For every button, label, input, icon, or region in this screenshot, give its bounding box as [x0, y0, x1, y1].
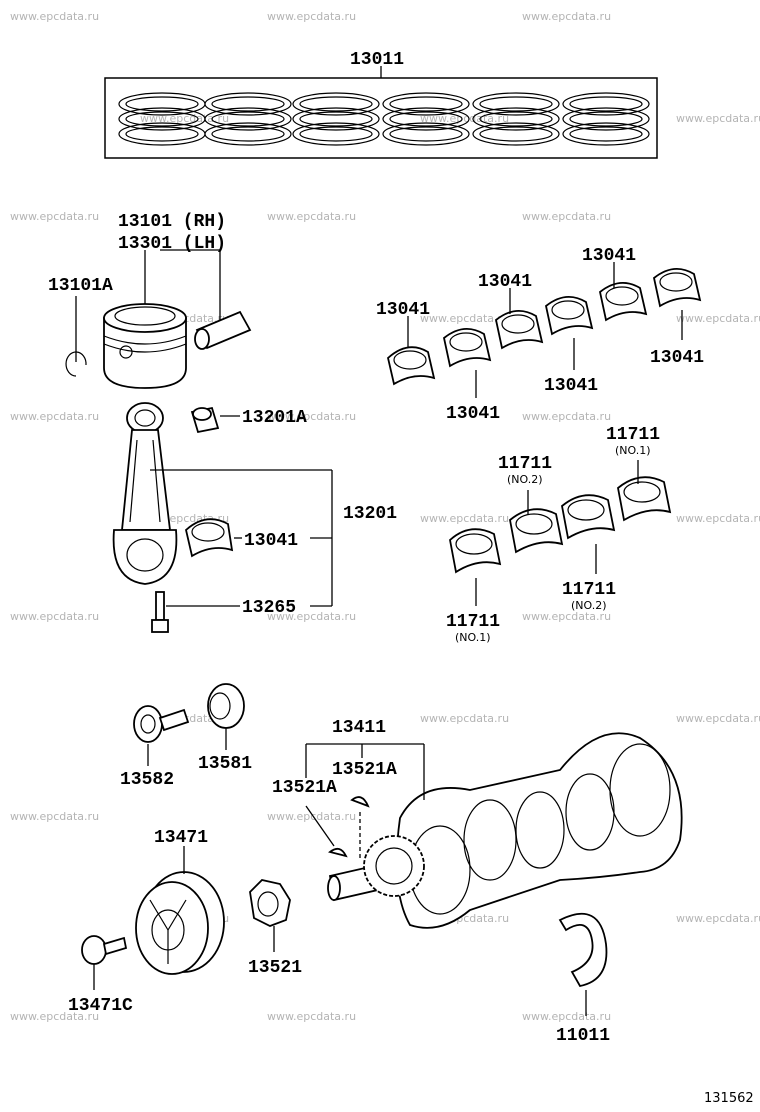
label-13301-lh[interactable]: 13301 (LH): [118, 234, 226, 254]
watermark: www.epcdata.ru: [676, 312, 760, 325]
watermark: www.epcdata.ru: [522, 210, 611, 223]
watermark: www.epcdata.ru: [10, 10, 99, 23]
label-13521a[interactable]: 13521A: [332, 760, 397, 780]
watermark: www.epcdata.ru: [522, 610, 611, 623]
label-13101a[interactable]: 13101A: [48, 276, 113, 296]
label-11711[interactable]: 11711: [562, 580, 616, 600]
watermark: www.epcdata.ru: [676, 112, 760, 125]
label-13011[interactable]: 13011: [350, 50, 404, 70]
label-no1: (NO.1): [455, 631, 491, 644]
idler-pulley-plate[interactable]: [207, 683, 245, 729]
label-13041[interactable]: 13041: [376, 300, 430, 320]
label-11011[interactable]: 11011: [556, 1026, 610, 1046]
crankshaft-pulley[interactable]: [135, 871, 225, 975]
label-13411[interactable]: 13411: [332, 718, 386, 738]
watermark: www.epcdata.ru: [420, 712, 509, 725]
label-13041[interactable]: 13041: [650, 348, 704, 368]
watermark: www.epcdata.ru: [676, 712, 760, 725]
label-13041[interactable]: 13041: [544, 376, 598, 396]
ring-stack: [382, 92, 470, 146]
piston[interactable]: [103, 303, 187, 389]
watermark: www.epcdata.ru: [676, 512, 760, 525]
watermark: www.epcdata.ru: [10, 210, 99, 223]
watermark: www.epcdata.ru: [10, 610, 99, 623]
main-bearing-shell[interactable]: [449, 528, 502, 574]
label-13041[interactable]: 13041: [478, 272, 532, 292]
label-13101-rh[interactable]: 13101 (RH): [118, 212, 226, 232]
pulley-bolt[interactable]: [81, 935, 128, 965]
main-bearing-shell[interactable]: [561, 494, 616, 540]
conrod-bearing-shell[interactable]: [495, 310, 544, 350]
watermark: www.epcdata.ru: [10, 1010, 99, 1023]
label-11711[interactable]: 11711: [446, 612, 500, 632]
watermark: www.epcdata.ru: [267, 210, 356, 223]
watermark: www.epcdata.ru: [676, 912, 760, 925]
label-13581[interactable]: 13581: [198, 754, 252, 774]
watermark: www.epcdata.ru: [522, 410, 611, 423]
watermark: www.epcdata.ru: [522, 10, 611, 23]
thrust-washer[interactable]: [558, 912, 608, 988]
watermark: www.epcdata.ru: [267, 410, 356, 423]
conrod-bearing-shell[interactable]: [599, 282, 648, 322]
watermark: www.epcdata.ru: [267, 810, 356, 823]
label-11711[interactable]: 11711: [606, 425, 660, 445]
main-bearing-shell[interactable]: [617, 476, 672, 522]
crank-timing-gear[interactable]: [363, 835, 425, 897]
watermark: www.epcdata.ru: [522, 1010, 611, 1023]
watermark: www.epcdata.ru: [267, 610, 356, 623]
label-13521a[interactable]: 13521A: [272, 778, 337, 798]
watermark: www.epcdata.ru: [420, 312, 509, 325]
conrod-bearing-shell[interactable]: [185, 518, 234, 558]
ring-stack: [472, 92, 560, 146]
conrod-bushing[interactable]: [190, 406, 220, 434]
piston-pin[interactable]: [194, 310, 252, 350]
label-no1: (NO.1): [615, 444, 651, 457]
ring-stack: [562, 92, 650, 146]
label-13041[interactable]: 13041: [244, 531, 298, 551]
ring-stack: [292, 92, 380, 146]
label-13582[interactable]: 13582: [120, 770, 174, 790]
piston-ring-set[interactable]: [104, 66, 658, 159]
conrod-bearing-shell[interactable]: [653, 268, 702, 308]
watermark: www.epcdata.ru: [10, 410, 99, 423]
label-13265[interactable]: 13265: [242, 598, 296, 618]
label-no2: (NO.2): [571, 599, 607, 612]
woodruff-key[interactable]: [328, 847, 348, 858]
label-13041[interactable]: 13041: [446, 404, 500, 424]
ring-stack: [204, 92, 292, 146]
label-13201[interactable]: 13201: [343, 504, 397, 524]
conrod-bearing-shell[interactable]: [443, 328, 492, 368]
diagram-reference-number: 131562: [704, 1091, 754, 1106]
conrod-bearing-shell[interactable]: [387, 346, 436, 386]
conrod-bolt[interactable]: [151, 591, 169, 633]
connecting-rod[interactable]: [112, 402, 178, 585]
idler-bolt[interactable]: [133, 705, 190, 743]
woodruff-key[interactable]: [350, 796, 370, 808]
timing-sprocket[interactable]: [249, 879, 291, 927]
label-13041[interactable]: 13041: [582, 246, 636, 266]
label-no2: (NO.2): [507, 473, 543, 486]
label-13201a[interactable]: 13201A: [242, 408, 307, 428]
label-13471c[interactable]: 13471C: [68, 996, 133, 1016]
conrod-bearing-shell[interactable]: [545, 296, 594, 336]
watermark: www.epcdata.ru: [267, 10, 356, 23]
watermark-layer: www.epcdata.ru www.epcdata.ru www.epcdat…: [10, 10, 760, 1023]
label-11711[interactable]: 11711: [498, 454, 552, 474]
watermark: www.epcdata.ru: [420, 512, 509, 525]
watermark: www.epcdata.ru: [267, 1010, 356, 1023]
label-13521[interactable]: 13521: [248, 958, 302, 978]
main-bearing-shell[interactable]: [509, 508, 564, 554]
snap-ring[interactable]: [65, 351, 87, 377]
watermark: www.epcdata.ru: [10, 810, 99, 823]
label-13471[interactable]: 13471: [154, 828, 208, 848]
